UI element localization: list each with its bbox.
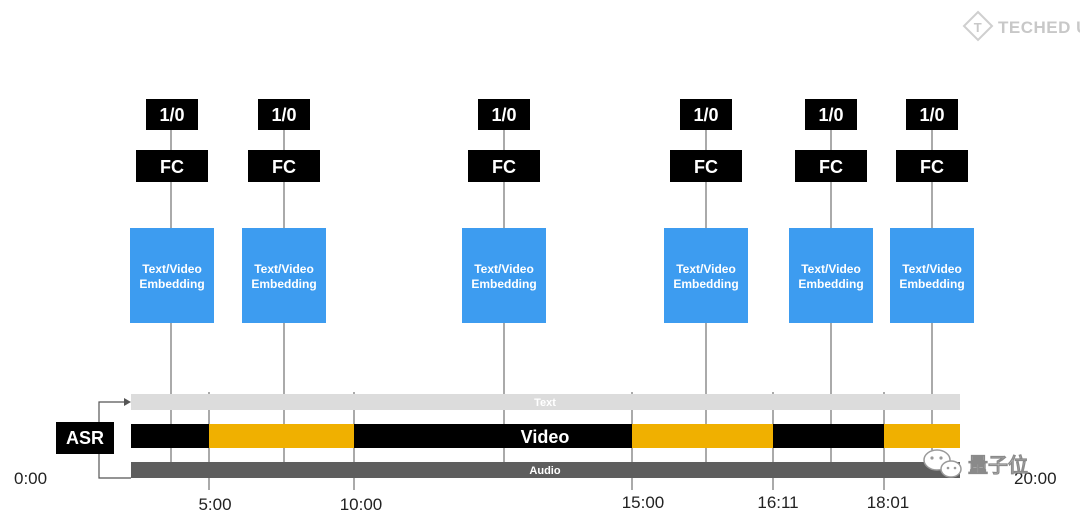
time-tick: 16:11 — [757, 493, 798, 512]
audio-track-bar — [131, 462, 960, 478]
video-segment — [354, 424, 632, 448]
embedding-label-line2: Embedding — [798, 277, 863, 291]
embedding-label-line2: Embedding — [139, 277, 204, 291]
output-label: 1/0 — [818, 105, 843, 125]
output-box — [805, 99, 857, 130]
time-tick: 10:00 — [340, 495, 383, 512]
fc-label: FC — [694, 157, 718, 177]
time-tick: 0:00 — [14, 469, 47, 488]
audio-track-label: Audio — [529, 465, 560, 477]
embedding-box — [462, 228, 546, 323]
wechat-brand: 量子位 — [968, 453, 1028, 477]
pipeline-column: 1/0 FC Text/Video Embedding — [664, 99, 748, 323]
embedding-box — [242, 228, 326, 323]
fc-label: FC — [819, 157, 843, 177]
asr-block: ASR — [56, 398, 131, 479]
output-label: 1/0 — [491, 105, 516, 125]
video-segment-highlight — [209, 424, 354, 448]
text-track-label: Text — [534, 397, 556, 409]
pipeline-column: 1/0 FC Text/Video Embedding — [890, 99, 974, 323]
fc-label: FC — [272, 157, 296, 177]
video-segment-highlight — [632, 424, 773, 448]
video-segment — [773, 424, 884, 448]
output-box — [258, 99, 310, 130]
output-label: 1/0 — [159, 105, 184, 125]
text-track: Text — [131, 394, 960, 410]
embedding-label-line2: Embedding — [251, 277, 316, 291]
fc-label: FC — [920, 157, 944, 177]
pipeline-column: 1/0 FC Text/Video Embedding — [789, 99, 873, 323]
text-track-bar — [131, 394, 960, 410]
time-tick: 5:00 — [198, 495, 231, 512]
embedding-label-line1: Text/Video — [801, 262, 861, 276]
time-tick: 18:01 — [867, 493, 910, 512]
output-box — [146, 99, 198, 130]
video-track: Video — [131, 424, 960, 448]
embedding-box — [664, 228, 748, 323]
embedding-label-line1: Text/Video — [254, 262, 314, 276]
watermark-logo-letter: T — [974, 20, 982, 35]
embedding-label-line2: Embedding — [471, 277, 536, 291]
wechat-watermark: 量子位 — [923, 449, 1028, 478]
video-track-label: Video — [521, 427, 570, 447]
output-box — [680, 99, 732, 130]
fc-box — [136, 150, 208, 182]
watermark-logo-icon — [962, 10, 994, 42]
fc-box — [670, 150, 742, 182]
output-label: 1/0 — [919, 105, 944, 125]
embedding-label-line2: Embedding — [899, 277, 964, 291]
fc-label: FC — [492, 157, 516, 177]
video-segment-highlight — [884, 424, 960, 448]
asr-to-text-arrow — [98, 401, 126, 422]
time-tick: 20:00 — [1014, 469, 1057, 488]
output-label: 1/0 — [271, 105, 296, 125]
video-segment — [131, 424, 209, 448]
audio-to-asr-line — [98, 454, 131, 479]
output-box — [906, 99, 958, 130]
embedding-label-line1: Text/Video — [474, 262, 534, 276]
time-axis: 0:00 5:00 10:00 15:00 16:11 18:01 20:00 — [14, 469, 1057, 512]
asr-label: ASR — [66, 428, 104, 448]
embedding-label-line1: Text/Video — [902, 262, 962, 276]
wechat-icon — [923, 449, 962, 478]
embedding-box — [130, 228, 214, 323]
embedding-label-line1: Text/Video — [676, 262, 736, 276]
fc-label: FC — [160, 157, 184, 177]
embedding-box — [789, 228, 873, 323]
embedding-label-line1: Text/Video — [142, 262, 202, 276]
time-tick: 15:00 — [622, 493, 665, 512]
pipeline-column: 1/0 FC Text/Video Embedding — [462, 99, 546, 323]
audio-track: Audio — [131, 462, 960, 478]
fc-box — [248, 150, 320, 182]
pipeline-column: 1/0 FC Text/Video Embedding — [130, 99, 214, 323]
fc-box — [896, 150, 968, 182]
fc-box — [795, 150, 867, 182]
output-box — [478, 99, 530, 130]
embedding-box — [890, 228, 974, 323]
arrow-head-icon — [124, 398, 131, 406]
fc-box — [468, 150, 540, 182]
embedding-label-line2: Embedding — [673, 277, 738, 291]
asr-box — [56, 422, 114, 454]
watermark: T TECHED U — [962, 10, 1080, 42]
pipeline-column: 1/0 FC Text/Video Embedding — [242, 99, 326, 323]
output-label: 1/0 — [693, 105, 718, 125]
watermark-brand: TECHED U — [998, 18, 1080, 37]
